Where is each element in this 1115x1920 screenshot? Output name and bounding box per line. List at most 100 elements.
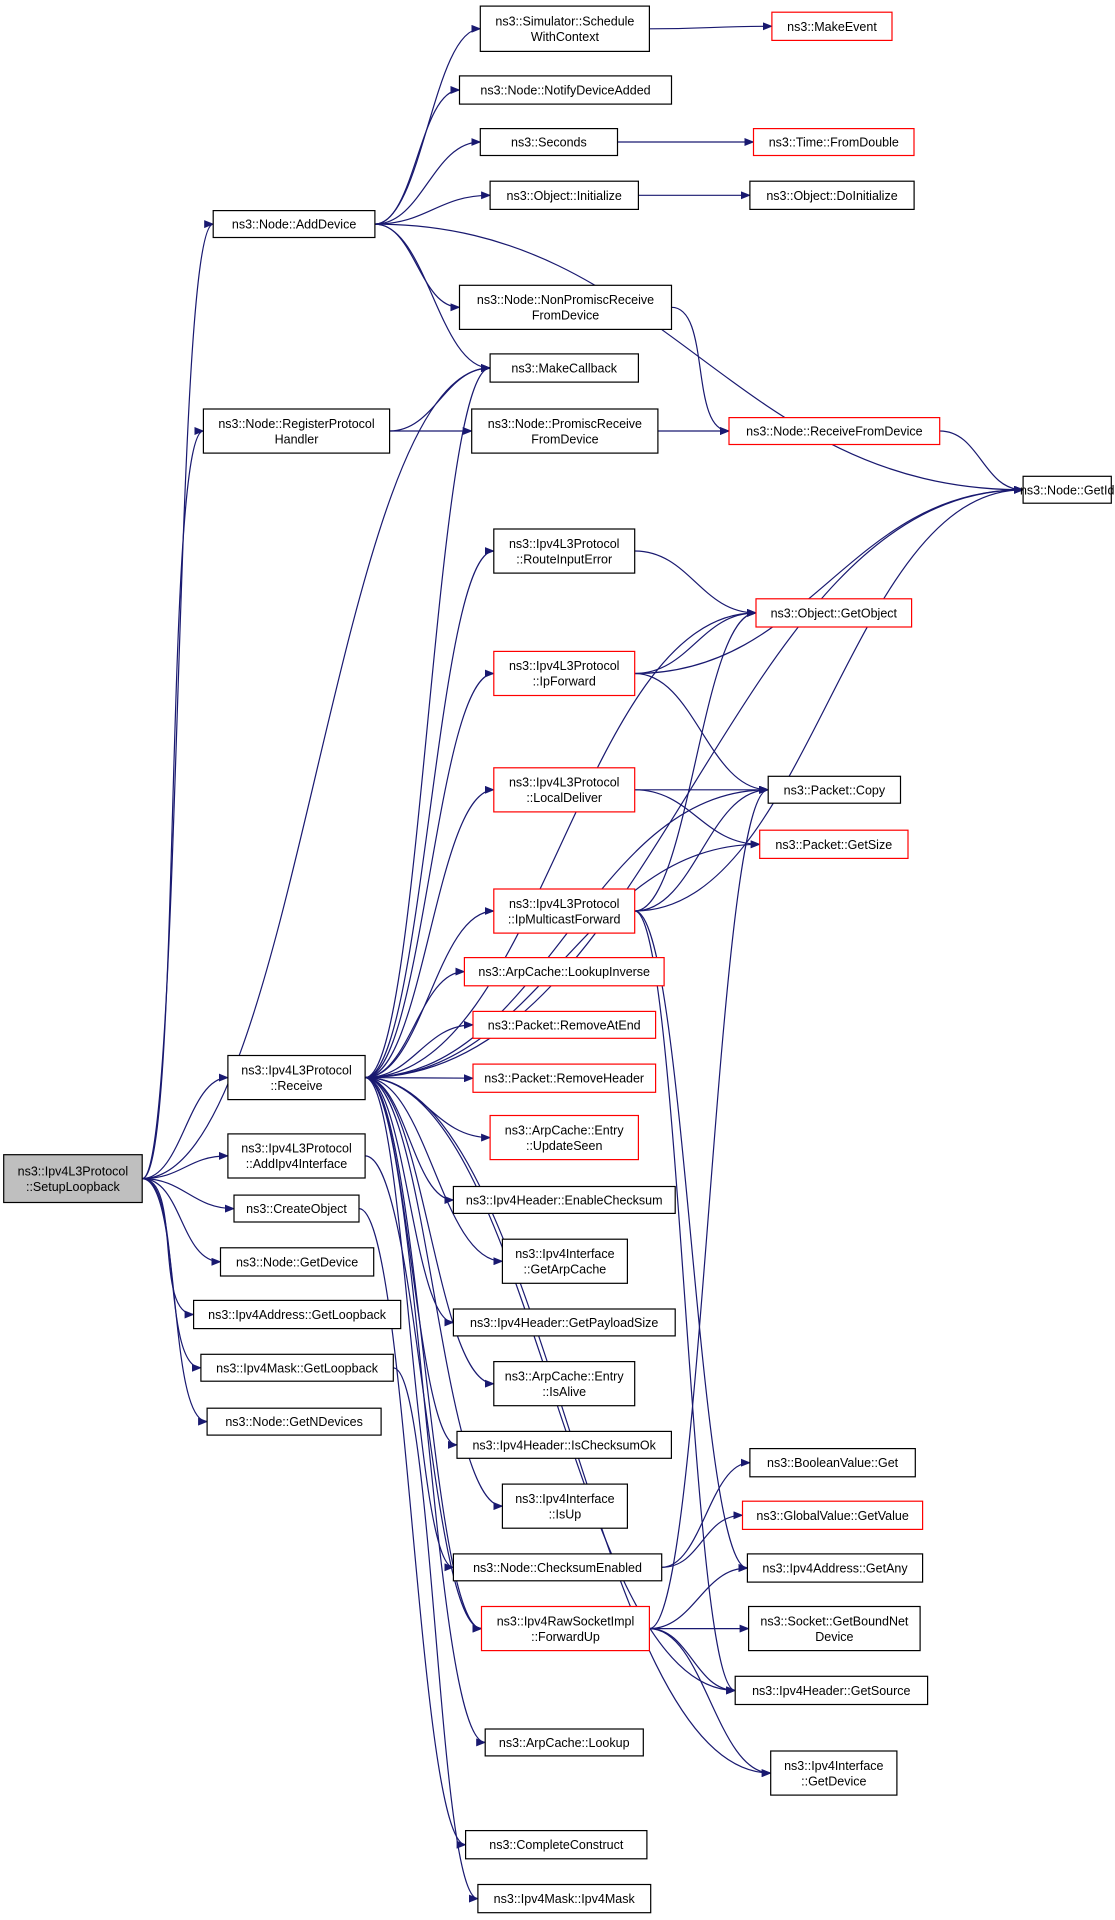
edge-simulator-schedule-to-make-event [649,22,773,31]
node-label-receive-0: ns3::Ipv4L3Protocol [241,1063,352,1077]
node-global-value-get-value[interactable]: ns3::GlobalValue::GetValue [741,1500,924,1530]
node-ipv4header-enable-checksum[interactable]: ns3::Ipv4Header::EnableChecksum [452,1185,676,1214]
node-arpcache-lookup[interactable]: ns3::ArpCache::Lookup [484,1728,644,1757]
edge-receive-to-arpcache-lookup-inverse [365,967,466,1079]
node-arpcache-entry-is-alive[interactable]: ns3::ArpCache::Entry::IsAlive [493,1360,636,1407]
node-arpcache-lookup-inverse[interactable]: ns3::ArpCache::LookupInverse [463,956,665,987]
node-box-arpcache-lookup-inverse [463,956,665,987]
node-packet-get-size[interactable]: ns3::Packet::GetSize [759,829,909,860]
node-setup-loopback[interactable]: ns3::Ipv4L3Protocol::SetupLoopback [3,1154,143,1204]
node-box-socket-get-bound-net-device [747,1605,921,1652]
edge-node-add-device-to-node-notify-device-added [374,86,461,225]
node-label-node-nonpromisc-0: ns3::Node::NonPromiscReceive [477,293,654,307]
node-route-input-error[interactable]: ns3::Ipv4L3Protocol::RouteInputError [493,528,636,574]
edge-setup-loopback-to-node-add-device [141,220,215,1180]
node-boolean-value-get[interactable]: ns3::BooleanValue::Get [749,1447,916,1478]
node-receive[interactable]: ns3::Ipv4L3Protocol::Receive [227,1054,366,1101]
node-label-route-input-error-0: ns3::Ipv4L3Protocol [509,537,620,551]
node-box-packet-get-size [759,829,909,860]
node-box-arpcache-entry-update-seen [489,1114,640,1161]
node-label-socket-get-bound-net-device-1: Device [815,1630,853,1644]
edge-receive-to-local-deliver [365,785,495,1079]
node-object-initialize[interactable]: ns3::Object::Initialize [489,180,640,210]
node-ipv4interface-get-arp-cache[interactable]: ns3::Ipv4Interface::GetArpCache [501,1238,628,1284]
node-label-node-notify-device-added-0: ns3::Node::NotifyDeviceAdded [480,84,650,98]
node-box-ip-multicast-forward [493,888,636,934]
node-node-get-id[interactable]: ns3::Node::GetId [1020,475,1115,504]
node-label-make-callback-0: ns3::MakeCallback [511,362,617,376]
node-box-node-nonpromisc [458,284,673,330]
node-label-packet-copy-0: ns3::Packet::Copy [784,783,886,797]
node-label-object-do-initialize-0: ns3::Object::DoInitialize [766,189,897,203]
node-ipv4header-is-checksum-ok[interactable]: ns3::Ipv4Header::IsChecksumOk [456,1430,672,1459]
node-object-do-initialize[interactable]: ns3::Object::DoInitialize [749,180,915,210]
node-label-setup-loopback-0: ns3::Ipv4L3Protocol [18,1164,129,1178]
node-box-ipv4mask-ipv4mask [477,1883,652,1914]
node-node-receive-from-device[interactable]: ns3::Node::ReceiveFromDevice [728,417,941,446]
node-label-create-object-0: ns3::CreateObject [246,1202,347,1216]
node-label-ip-forward-1: ::IpForward [533,675,596,689]
node-label-simulator-schedule-1: WithContext [531,30,600,44]
node-node-get-device[interactable]: ns3::Node::GetDevice [219,1247,375,1277]
node-box-ipv4address-get-loopback [193,1299,402,1330]
node-label-local-deliver-0: ns3::Ipv4L3Protocol [509,776,620,790]
node-local-deliver[interactable]: ns3::Ipv4L3Protocol::LocalDeliver [493,767,636,813]
node-add-ipv4-interface[interactable]: ns3::Ipv4L3Protocol::AddIpv4Interface [227,1133,366,1179]
node-ip-forward[interactable]: ns3::Ipv4L3Protocol::IpForward [493,650,636,697]
node-object-get-object[interactable]: ns3::Object::GetObject [755,598,913,628]
node-packet-remove-at-end[interactable]: ns3::Packet::RemoveAtEnd [472,1010,657,1039]
node-packet-copy[interactable]: ns3::Packet::Copy [767,775,902,804]
node-label-global-value-get-value-0: ns3::GlobalValue::GetValue [756,1509,908,1523]
node-box-ip-forward [493,650,636,697]
node-seconds[interactable]: ns3::Seconds [479,128,619,157]
edge-receive-to-ipv4interface-get-arp-cache [365,1077,504,1266]
node-box-ipv4interface-get-arp-cache [501,1238,628,1284]
node-make-event[interactable]: ns3::MakeEvent [771,11,893,42]
node-label-node-promisc-1: FromDevice [531,432,598,446]
node-ipv4rawsocket-forward-up[interactable]: ns3::Ipv4RawSocketImpl::ForwardUp [480,1605,650,1652]
node-box-setup-loopback [3,1154,143,1204]
node-ipv4interface-is-up[interactable]: ns3::Ipv4Interface::IsUp [501,1483,628,1529]
node-box-object-get-object [755,598,913,628]
edge-receive-to-ipv4header-enable-checksum [365,1077,455,1204]
node-ipv4interface-get-device[interactable]: ns3::Ipv4Interface::GetDevice [770,1750,898,1796]
node-ipv4mask-get-loopback[interactable]: ns3::Ipv4Mask::GetLoopback [200,1353,394,1382]
node-label-arpcache-entry-update-seen-0: ns3::ArpCache::Entry [505,1123,625,1137]
node-ipv4address-get-loopback[interactable]: ns3::Ipv4Address::GetLoopback [193,1299,402,1330]
node-box-make-event [771,11,893,42]
node-label-object-initialize-0: ns3::Object::Initialize [507,189,622,203]
edge-ip-forward-to-packet-copy [634,672,770,794]
edge-receive-to-ipv4header-get-payload-size [365,1077,455,1327]
node-ipv4header-get-payload-size[interactable]: ns3::Ipv4Header::GetPayloadSize [452,1308,676,1337]
node-label-ip-forward-0: ns3::Ipv4L3Protocol [509,659,620,673]
node-arpcache-entry-update-seen[interactable]: ns3::ArpCache::Entry::UpdateSeen [489,1114,640,1161]
node-ipv4mask-ipv4mask[interactable]: ns3::Ipv4Mask::Ipv4Mask [477,1883,652,1914]
node-ipv4header-get-source[interactable]: ns3::Ipv4Header::GetSource [734,1675,929,1706]
node-make-callback[interactable]: ns3::MakeCallback [489,353,640,383]
edge-ip-forward-to-object-get-object [634,608,757,675]
node-box-packet-remove-header [472,1063,657,1093]
node-time-from-double[interactable]: ns3::Time::FromDouble [752,128,915,157]
edge-setup-loopback-to-make-callback [142,364,492,1180]
node-box-node-checksum-enabled [452,1553,663,1582]
node-label-simulator-schedule-0: ns3::Simulator::Schedule [495,15,634,29]
node-create-object[interactable]: ns3::CreateObject [233,1194,360,1223]
node-label-seconds-0: ns3::Seconds [511,136,587,150]
node-node-notify-device-added[interactable]: ns3::Node::NotifyDeviceAdded [458,75,673,105]
node-node-add-device[interactable]: ns3::Node::AddDevice [212,210,376,239]
edge-receive-to-object-get-object [365,608,757,1079]
node-label-setup-loopback-1: ::SetupLoopback [26,1180,121,1194]
node-packet-remove-header[interactable]: ns3::Packet::RemoveHeader [472,1063,657,1093]
node-node-get-n-devices[interactable]: ns3::Node::GetNDevices [206,1407,382,1436]
node-label-add-ipv4-interface-1: ::AddIpv4Interface [246,1157,348,1171]
node-ip-multicast-forward[interactable]: ns3::Ipv4L3Protocol::IpMulticastForward [493,888,636,934]
edge-receive-to-ipv4header-is-checksum-ok [364,1077,458,1449]
node-complete-construct[interactable]: ns3::CompleteConstruct [465,1829,648,1860]
node-node-checksum-enabled[interactable]: ns3::Node::ChecksumEnabled [452,1553,663,1582]
node-ipv4address-get-any[interactable]: ns3::Ipv4Address::GetAny [746,1553,924,1583]
